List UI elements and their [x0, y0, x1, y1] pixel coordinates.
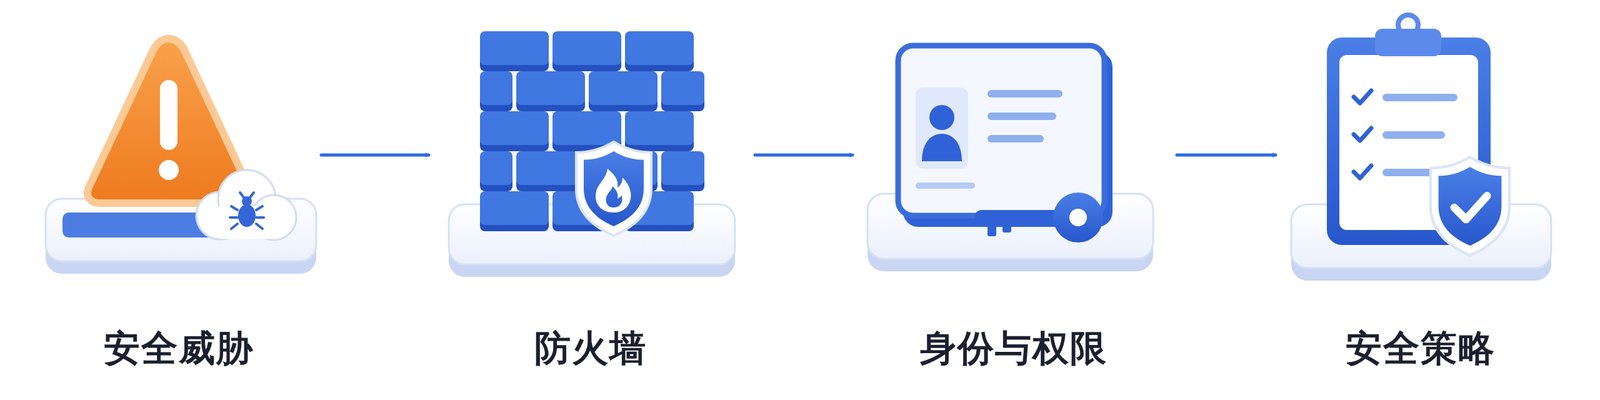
brick-wall — [552, 31, 622, 65]
brick-wall — [480, 111, 549, 145]
check-shield — [1430, 156, 1510, 256]
key-icon — [1053, 192, 1104, 243]
flow-arrow — [755, 153, 853, 157]
brick-wall — [516, 151, 585, 185]
flow-arrow — [1176, 153, 1276, 157]
warning-icon — [160, 80, 178, 150]
cloud-bug-icon — [230, 192, 264, 229]
step-label: 安全威胁 — [103, 326, 254, 370]
brick-wall — [480, 151, 513, 185]
clipboard-icon — [1353, 90, 1372, 179]
fire-shield — [576, 141, 652, 236]
brick-wall — [480, 191, 549, 225]
fire-shield — [595, 168, 631, 213]
cloud-bug-icon — [196, 170, 297, 240]
brick-wall — [661, 151, 705, 185]
id-card — [915, 182, 975, 189]
clipboard-icon — [1398, 15, 1419, 35]
brick-wall — [552, 111, 622, 145]
cloud-bug-icon — [238, 204, 256, 227]
id-card — [929, 105, 955, 130]
clipboard-icon — [1382, 168, 1433, 177]
platform — [45, 198, 317, 262]
brick-wall — [625, 31, 694, 65]
key-icon — [975, 210, 1063, 225]
clipboard-icon — [1382, 93, 1458, 102]
step-label: 身份与权限 — [920, 326, 1108, 370]
fire-shield — [576, 141, 652, 236]
key-icon — [1002, 222, 1012, 233]
clipboard-icon — [1326, 37, 1491, 245]
step-label: 安全策略 — [1345, 326, 1496, 370]
brick-wall — [480, 31, 705, 232]
process-step: 安全威胁 — [41, 18, 317, 377]
id-card — [898, 45, 1105, 216]
platform — [45, 193, 1552, 281]
check-shield — [1454, 195, 1488, 220]
key-icon — [1069, 208, 1087, 227]
key-icon — [987, 222, 997, 237]
brick-wall — [625, 111, 694, 145]
check-shield — [1430, 156, 1510, 256]
flow-arrow — [321, 153, 429, 157]
step-label: 防火墙 — [534, 326, 647, 370]
brick-wall — [480, 31, 549, 65]
check-shield — [1438, 166, 1502, 246]
fire-shield — [583, 151, 644, 227]
brick-wall — [588, 71, 658, 105]
process-step: 防火墙 — [431, 18, 750, 377]
brick-wall — [480, 71, 513, 105]
id-card — [987, 135, 1044, 143]
id-card — [987, 112, 1057, 120]
clipboard-icon — [1382, 131, 1445, 139]
id-card — [915, 87, 969, 169]
brick-wall — [516, 71, 585, 105]
key-icon — [975, 192, 1104, 243]
brick-wall — [661, 71, 705, 105]
process-step: 安全策略 — [1278, 18, 1563, 377]
id-card — [987, 90, 1063, 98]
process-step: 身份与权限 — [855, 18, 1172, 377]
id-card — [921, 133, 962, 162]
warning-icon — [158, 160, 179, 180]
